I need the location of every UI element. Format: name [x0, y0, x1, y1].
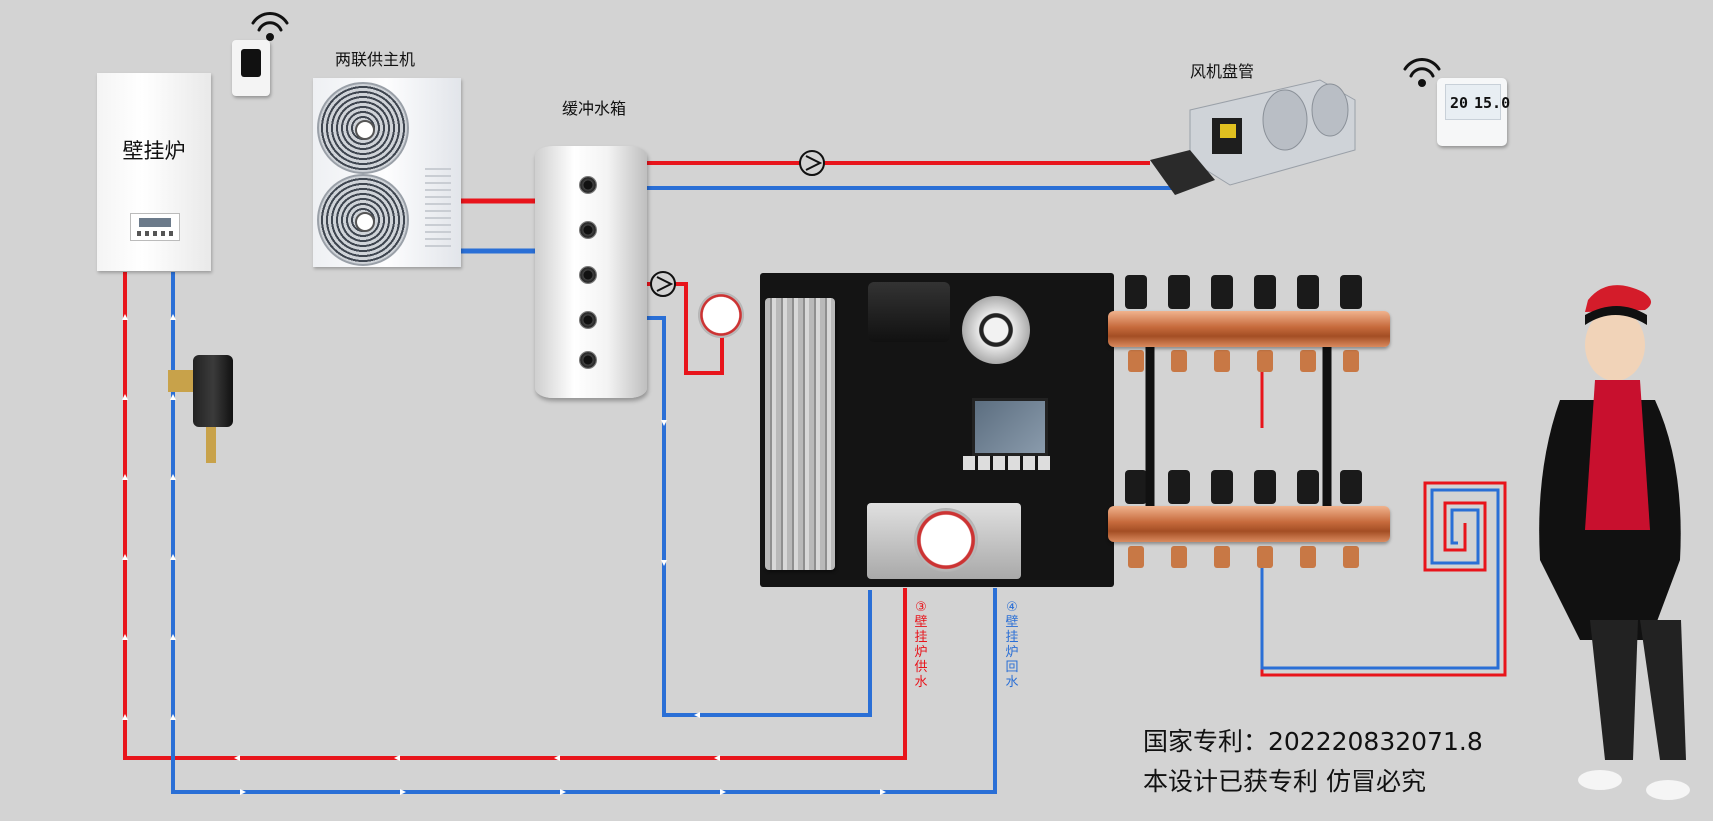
thermostat: 20 15.0: [1437, 78, 1511, 146]
smart-plug: [232, 40, 270, 96]
thermostat-right-value: 15.0: [1474, 94, 1511, 112]
return-manifold: [1108, 506, 1390, 542]
manifold-brackets: [1145, 330, 1332, 520]
wifi-icon: [1403, 58, 1441, 87]
manifold-actuators: [1125, 275, 1362, 504]
pressure-gauge: [698, 292, 744, 338]
boiler-label: 壁挂炉: [122, 139, 186, 163]
thermostat-left-value: 20: [1450, 94, 1469, 112]
patent-notice: 本设计已获专利 仿冒必究: [1143, 767, 1426, 796]
circulation-pump: [962, 296, 1030, 364]
wall-boiler: 壁挂炉: [97, 73, 211, 271]
fan-coil-label: 风机盘管: [1190, 62, 1255, 81]
boiler-supply-pipe: [123, 272, 907, 760]
pump-symbol-icon: [650, 271, 676, 297]
flow-arrows: [122, 314, 886, 795]
boiler-return-pipe: [171, 272, 997, 794]
wifi-icon: [251, 12, 289, 41]
module-return-pipe: [647, 316, 872, 717]
manifold-fittings: [1128, 350, 1359, 568]
magnetic-filter-body: [193, 355, 233, 427]
heat-pump-unit: [313, 78, 461, 267]
buffer-tank-label: 缓冲水箱: [562, 99, 627, 118]
heat-pump-label: 两联供主机: [335, 50, 416, 69]
plate-heat-exchanger: [765, 298, 835, 570]
fan-icon: [317, 174, 409, 266]
fan-icon: [317, 82, 409, 174]
boiler-supply-label: ③壁挂炉供水: [914, 600, 928, 690]
floor-coil-blue: [1260, 488, 1500, 670]
module-display: [972, 398, 1048, 456]
floor-coil-outer-red: [1260, 481, 1507, 677]
pressure-gauge: [914, 508, 978, 572]
boiler-control-panel: [130, 213, 180, 241]
boiler-return-label: ④壁挂炉回水: [1005, 600, 1019, 690]
buffer-tank: [535, 146, 647, 398]
pump-symbol-icon: [799, 150, 825, 176]
fan-coil-unit: [1150, 79, 1356, 195]
supply-manifold: [1108, 311, 1390, 347]
mascot-figure: [1539, 285, 1690, 800]
module-keypad: [963, 456, 1051, 470]
valve-actuator: [868, 282, 950, 342]
patent-number: 国家专利：202220832071.8: [1143, 727, 1483, 756]
